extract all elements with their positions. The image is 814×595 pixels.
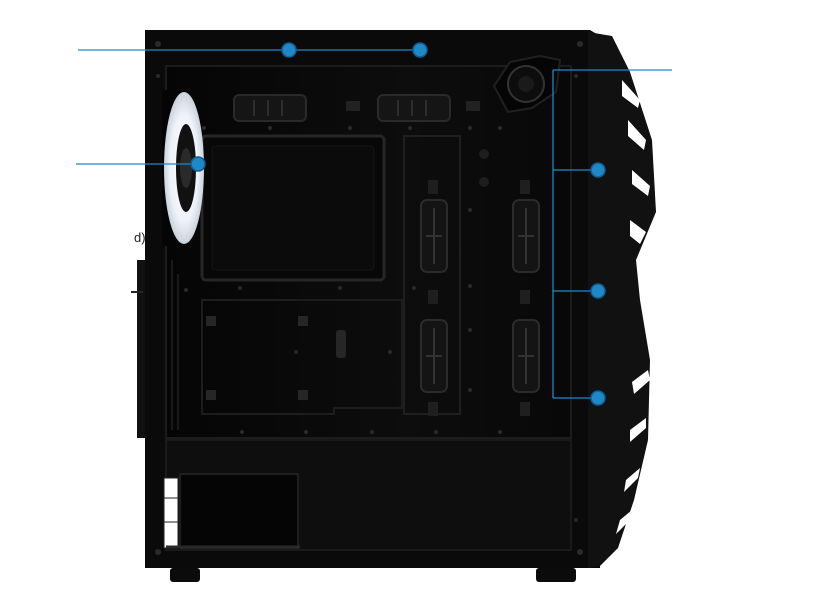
top-fan-dot-2 [412,42,428,58]
foot-left [170,568,200,582]
front-fan-dot-3 [590,390,606,406]
front-bezel-cutouts [616,80,650,534]
screw-holes [155,41,583,555]
standoffs [206,316,346,400]
lower-tray-panel [201,299,403,415]
top-pump-unit [492,54,562,114]
rear-fan-dot [190,156,206,172]
rear-fan-callout [76,156,206,172]
front-fan-dot-2 [590,283,606,299]
top-fan-dot-1 [281,42,297,58]
expansion-slots [171,260,179,430]
front-bezel [588,32,656,568]
foot-right [536,568,576,582]
rear-fan [162,90,204,246]
psu-window [179,473,299,549]
front-fans-callout [552,69,672,406]
psu-vent-opening [163,477,179,549]
callout-lines [76,42,672,406]
cable-grommets [420,149,540,416]
pc-case [131,30,656,582]
front-fan-dot-1 [590,162,606,178]
top-fans-callout [78,42,428,58]
top-grommets [233,94,480,122]
clipped-label: d) [134,230,146,245]
